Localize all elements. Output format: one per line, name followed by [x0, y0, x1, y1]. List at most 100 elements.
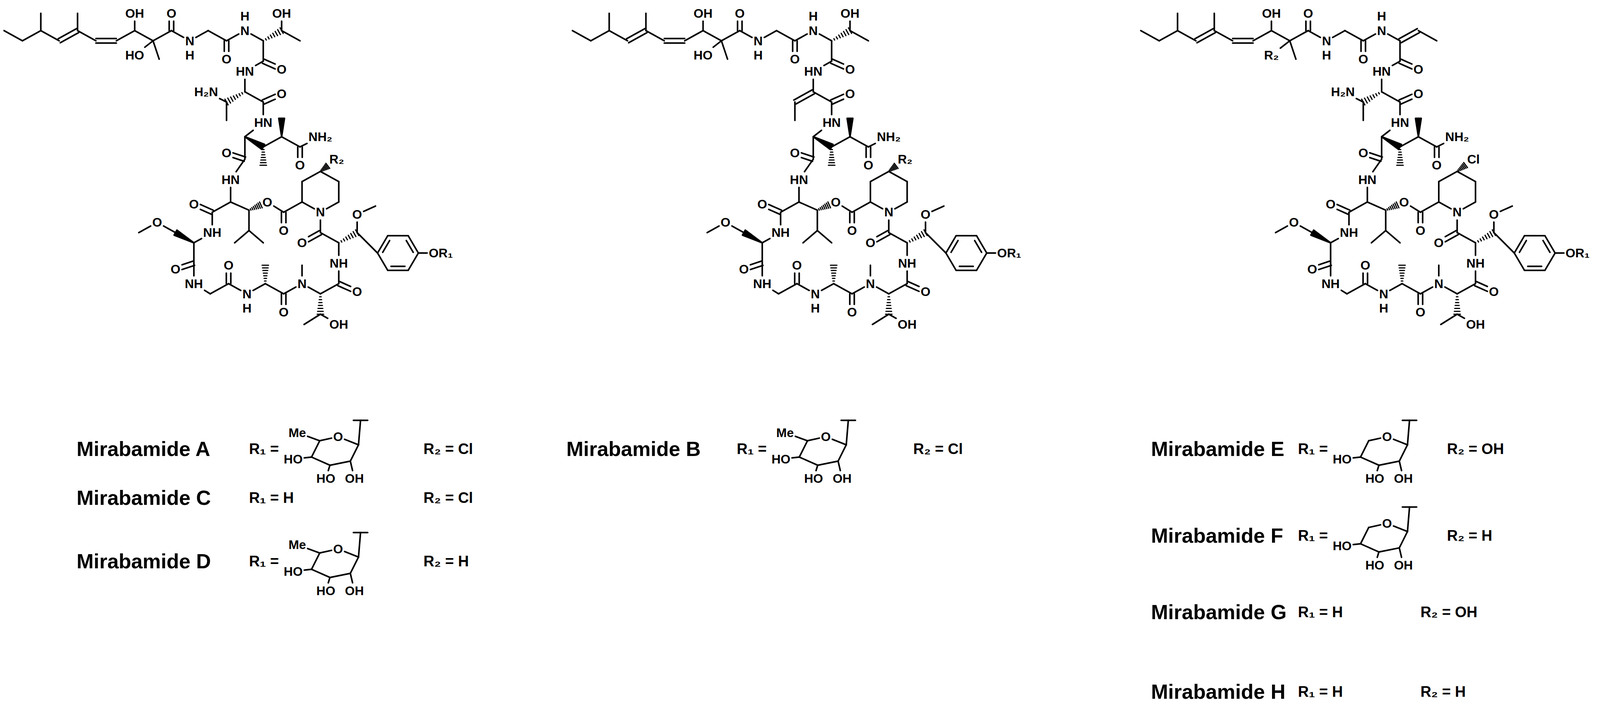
atom-label: NH [897, 257, 917, 270]
bond-line [1474, 242, 1477, 256]
atom-label: N [810, 287, 820, 301]
hash-bond [261, 154, 265, 156]
hash-bond [318, 301, 323, 304]
hash-bond [1372, 94, 1375, 98]
atom-label: NH [329, 257, 348, 270]
hash-bond [227, 98, 231, 104]
hash-bond [262, 267, 269, 269]
atom-label: O [757, 197, 768, 211]
bond-line [802, 230, 818, 243]
bond-line [1418, 136, 1437, 148]
atom-label: O [223, 258, 234, 272]
hash-bond [1456, 296, 1459, 298]
hash-bond [262, 149, 265, 151]
bond-line [974, 240, 982, 253]
atom-label: HO [1332, 539, 1352, 553]
compound-name: Mirabamide C [76, 487, 211, 509]
bond-line [1360, 40, 1362, 52]
bond-line [1140, 30, 1160, 41]
bond-line [283, 286, 297, 294]
hash-bond [353, 231, 356, 237]
bond-line [1402, 419, 1417, 422]
bond-line [1366, 187, 1369, 203]
bond-line [1159, 30, 1178, 41]
bond-line [225, 102, 228, 121]
compound-name: Mirabamide B [566, 438, 701, 460]
wedge-bond [1381, 136, 1402, 150]
bond-line [830, 63, 844, 69]
bond-line [833, 283, 853, 295]
atom-label: O [789, 52, 800, 66]
atom-label: NH [753, 277, 772, 291]
atom-label: O [152, 216, 163, 229]
atom-label: O [262, 195, 273, 209]
bond-line [358, 420, 361, 446]
atom-label: O [295, 158, 306, 172]
substituent-label: R₁ = [249, 441, 280, 457]
bond-line [869, 147, 872, 158]
substituent-label: R₂ = Cl [913, 441, 963, 457]
bond-line [793, 273, 796, 284]
bond-line [232, 152, 246, 158]
atom-label: HO [693, 48, 713, 62]
hash-bond [828, 162, 835, 164]
bond-line [1213, 13, 1215, 31]
bond-line [1369, 152, 1383, 158]
atom-label: OH [344, 472, 364, 485]
bond-line [1381, 91, 1401, 103]
bond-line [779, 212, 782, 225]
hash-bond [1370, 95, 1373, 100]
bond-line [959, 265, 974, 268]
bond-line [1399, 547, 1402, 558]
hash-bond [1457, 169, 1459, 172]
atom-label: O [333, 542, 343, 556]
atom-label: HN [804, 65, 823, 78]
hash-bond [260, 162, 267, 164]
bond-line [171, 30, 184, 38]
bond-line [721, 30, 740, 41]
bond-line [1393, 526, 1408, 532]
bond-line [1372, 159, 1382, 172]
bond-line [868, 143, 876, 148]
bond-line [339, 281, 351, 287]
hash-bond [916, 235, 919, 239]
bond-line [244, 91, 264, 103]
bond-line [357, 232, 378, 254]
atom-label: O [1413, 87, 1424, 101]
bond-line [924, 222, 927, 233]
hash-bond [270, 35, 272, 38]
bond-line [1332, 30, 1345, 38]
atom-label: R₂ [1264, 48, 1279, 62]
bond-line [1197, 32, 1216, 43]
atom-label: O [720, 216, 731, 229]
bond-line [407, 235, 419, 254]
bond-line [57, 28, 77, 40]
bond-line [906, 285, 919, 292]
bond-line [1232, 37, 1254, 40]
hash-bond [230, 96, 233, 102]
atom-label: O [920, 208, 931, 221]
hash-bond [887, 301, 891, 304]
bond-line [1371, 230, 1386, 243]
hash-bond [262, 264, 269, 267]
hash-bond [830, 149, 833, 151]
bond-line [350, 461, 353, 471]
bond-line [1500, 206, 1513, 212]
hash-bond [1400, 277, 1404, 280]
bond-line [870, 202, 883, 209]
bond-line [817, 461, 839, 466]
substituent-label: R₁ = [1298, 441, 1329, 457]
bond-line [870, 171, 889, 182]
substituent-label: R₁ = H [1298, 604, 1343, 620]
bond-line [956, 269, 977, 272]
hash-bond [1378, 92, 1380, 95]
bond-line [229, 187, 232, 203]
hash-bond [919, 233, 922, 238]
hash-bond [832, 275, 836, 277]
bond-line [1544, 253, 1556, 271]
atom-label: O [276, 63, 287, 76]
bond-line [255, 61, 263, 66]
bond-line [1318, 265, 1332, 270]
hash-bond [889, 169, 891, 172]
bond-line [1400, 99, 1412, 105]
